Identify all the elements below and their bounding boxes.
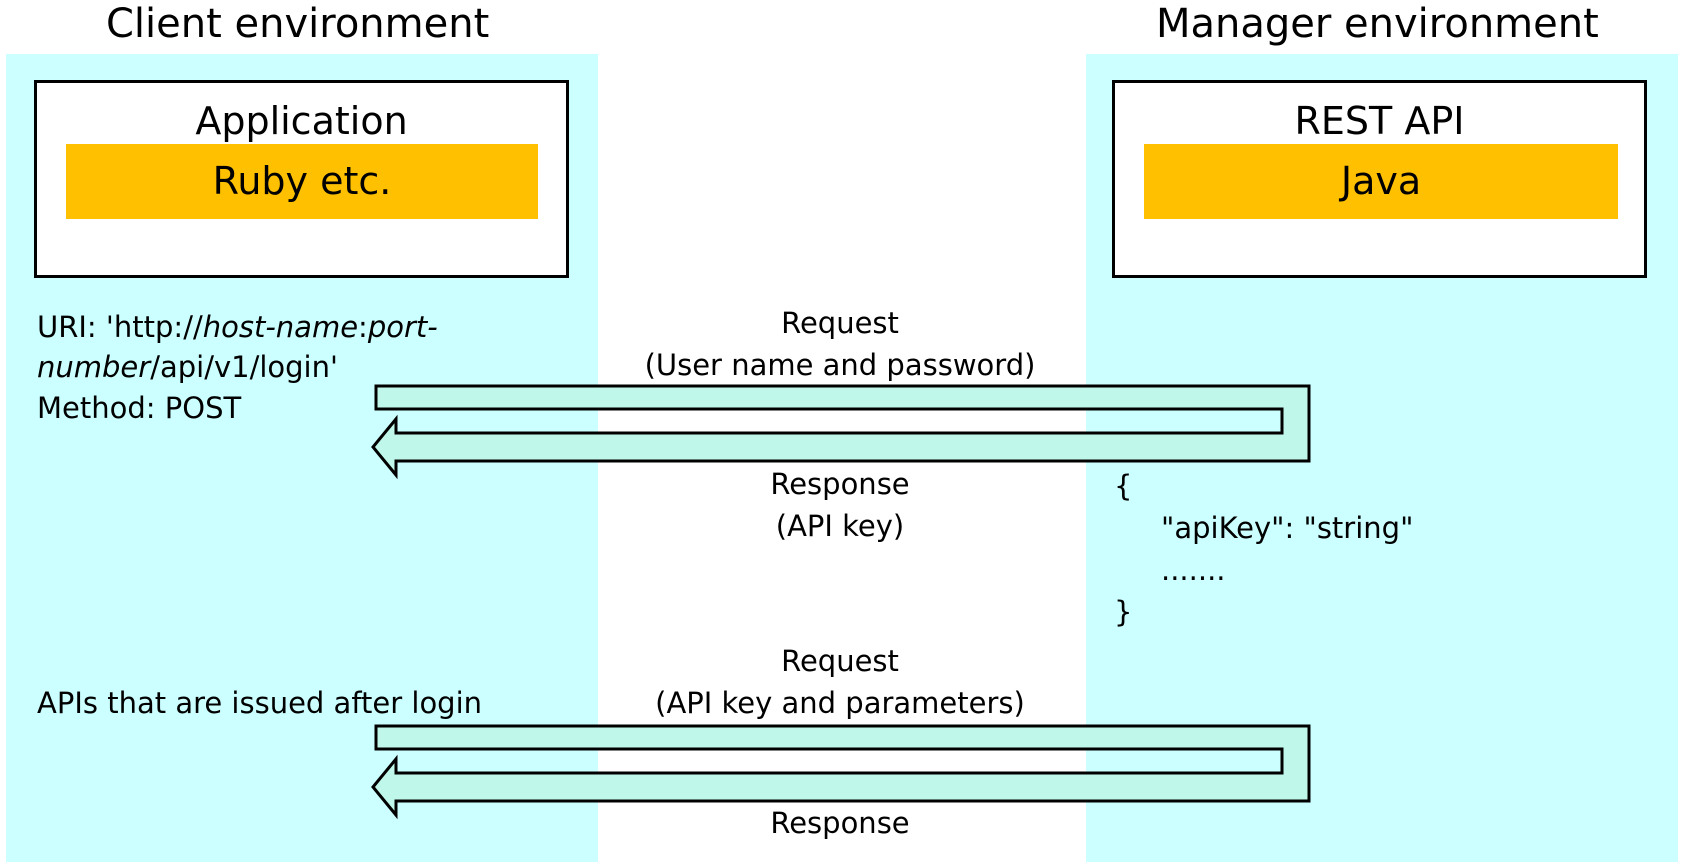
method-line: Method: POST <box>37 391 242 425</box>
ruby-bar: Ruby etc. <box>66 144 538 219</box>
json-line-ellipsis: ....... <box>1161 553 1226 587</box>
response-1-line2: (API key) <box>775 509 905 543</box>
uri-line-2: number/api/v1/login' <box>37 346 338 388</box>
json-response-snippet: { "apiKey": "string" ....... } <box>1114 465 1413 633</box>
application-box: Application Ruby etc. <box>34 80 569 278</box>
apis-after-login-label: APIs that are issued after login <box>37 686 483 720</box>
uri-line-1: URI: 'http://host-name:port- <box>37 306 438 348</box>
json-line-close: } <box>1114 595 1133 629</box>
response-2-label: Response <box>590 802 1090 844</box>
response-1-label: Response (API key) <box>590 463 1090 547</box>
request-1-line1: Request <box>781 306 899 340</box>
request-2-line1: Request <box>781 644 899 678</box>
uri-colon: : <box>358 310 368 344</box>
rest-api-title: REST API <box>1294 99 1465 143</box>
uri-host: host-name <box>202 310 359 344</box>
login-request-response-arrow <box>371 384 1311 480</box>
manager-environment-title: Manager environment <box>1156 1 1599 47</box>
json-line-apikey: "apiKey": "string" <box>1161 511 1414 545</box>
java-bar: Java <box>1144 144 1618 219</box>
rest-api-box: REST API Java <box>1112 80 1647 278</box>
uri-port-part2: number <box>37 350 151 384</box>
request-2-label: Request (API key and parameters) <box>590 640 1090 724</box>
api-request-response-arrow <box>371 724 1311 820</box>
uri-suffix: /api/v1/login' <box>150 350 338 384</box>
client-environment-title: Client environment <box>106 1 490 47</box>
request-2-line2: (API key and parameters) <box>655 686 1025 720</box>
response-1-line1: Response <box>770 467 910 501</box>
request-1-line2: (User name and password) <box>644 348 1036 382</box>
json-line-open: { <box>1114 469 1133 503</box>
response-2-line1: Response <box>770 806 910 840</box>
uri-port-part1: port- <box>367 310 438 344</box>
application-title: Application <box>195 99 408 143</box>
uri-prefix: URI: 'http:// <box>37 310 203 344</box>
request-1-label: Request (User name and password) <box>590 302 1090 386</box>
